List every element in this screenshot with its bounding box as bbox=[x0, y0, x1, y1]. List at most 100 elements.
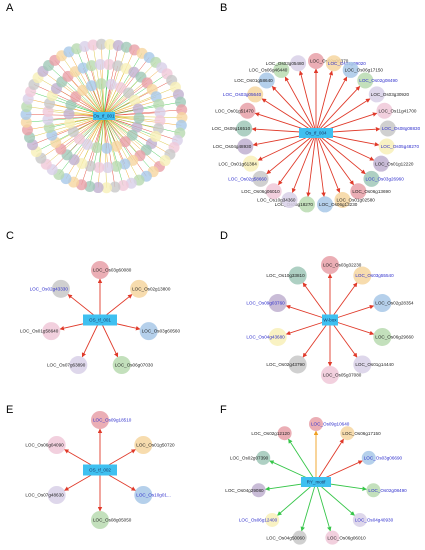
gene-node[interactable] bbox=[273, 61, 290, 78]
gene-node[interactable] bbox=[130, 279, 149, 298]
gene-node[interactable] bbox=[251, 483, 266, 498]
gene-node[interactable] bbox=[134, 436, 153, 454]
gene-node[interactable] bbox=[101, 142, 113, 154]
gene-node[interactable] bbox=[290, 55, 307, 72]
gene-node[interactable] bbox=[357, 72, 374, 89]
gene-node[interactable] bbox=[265, 512, 280, 527]
gene-node[interactable] bbox=[102, 162, 114, 174]
gene-node[interactable] bbox=[281, 191, 298, 208]
gene-node[interactable] bbox=[321, 366, 339, 384]
gene-node[interactable] bbox=[325, 55, 342, 72]
gene-node[interactable] bbox=[95, 38, 107, 50]
gene-node[interactable] bbox=[292, 530, 307, 545]
gene-node[interactable] bbox=[47, 436, 66, 454]
gene-node[interactable] bbox=[139, 322, 158, 341]
gene-node[interactable] bbox=[93, 161, 105, 173]
gene-node[interactable] bbox=[47, 486, 66, 504]
gene-node[interactable] bbox=[70, 91, 82, 103]
gene-node[interactable] bbox=[65, 99, 77, 111]
gene-node[interactable] bbox=[84, 181, 96, 193]
gene-node[interactable] bbox=[20, 116, 32, 128]
gene-node[interactable] bbox=[64, 117, 76, 129]
hub-node[interactable] bbox=[83, 314, 117, 326]
gene-node[interactable] bbox=[379, 120, 396, 137]
gene-node[interactable] bbox=[95, 78, 107, 90]
gene-node[interactable] bbox=[373, 294, 392, 313]
gene-node[interactable] bbox=[123, 87, 135, 99]
gene-node[interactable] bbox=[119, 136, 131, 148]
gene-node[interactable] bbox=[42, 113, 54, 125]
gene-node[interactable] bbox=[133, 112, 145, 124]
gene-node[interactable] bbox=[69, 356, 88, 375]
gene-node[interactable] bbox=[86, 60, 98, 72]
gene-node[interactable] bbox=[109, 181, 121, 193]
gene-node[interactable] bbox=[84, 160, 96, 172]
gene-node[interactable] bbox=[129, 94, 141, 106]
gene-node[interactable] bbox=[342, 61, 359, 78]
gene-node[interactable] bbox=[94, 58, 106, 70]
gene-node[interactable] bbox=[378, 138, 395, 155]
gene-node[interactable] bbox=[154, 107, 166, 119]
gene-node[interactable] bbox=[376, 102, 393, 119]
gene-node[interactable] bbox=[239, 102, 256, 119]
gene-node[interactable] bbox=[63, 108, 75, 120]
gene-node[interactable] bbox=[91, 511, 109, 529]
gene-node[interactable] bbox=[308, 53, 324, 69]
gene-node[interactable] bbox=[236, 120, 253, 137]
gene-node[interactable] bbox=[368, 86, 385, 103]
gene-node[interactable] bbox=[104, 38, 116, 50]
gene-node[interactable] bbox=[77, 62, 89, 74]
gene-node[interactable] bbox=[361, 450, 376, 465]
gene-node[interactable] bbox=[119, 158, 131, 170]
gene-node[interactable] bbox=[79, 40, 91, 52]
gene-node[interactable] bbox=[309, 417, 323, 431]
gene-node[interactable] bbox=[353, 355, 372, 374]
gene-node[interactable] bbox=[288, 355, 307, 374]
gene-node[interactable] bbox=[252, 170, 269, 187]
gene-node[interactable] bbox=[237, 138, 254, 155]
gene-node[interactable] bbox=[268, 327, 287, 346]
gene-node[interactable] bbox=[176, 104, 188, 116]
gene-node[interactable] bbox=[340, 426, 355, 441]
gene-node[interactable] bbox=[350, 183, 367, 200]
gene-node[interactable] bbox=[321, 256, 339, 274]
gene-node[interactable] bbox=[150, 130, 162, 142]
gene-node[interactable] bbox=[105, 78, 117, 90]
gene-node[interactable] bbox=[373, 327, 392, 346]
gene-node[interactable] bbox=[242, 155, 259, 172]
gene-node[interactable] bbox=[352, 512, 367, 527]
gene-node[interactable] bbox=[81, 138, 93, 150]
gene-node[interactable] bbox=[325, 530, 340, 545]
gene-node[interactable] bbox=[51, 279, 70, 298]
gene-node[interactable] bbox=[288, 266, 307, 285]
gene-node[interactable] bbox=[265, 183, 282, 200]
gene-node[interactable] bbox=[110, 160, 122, 172]
hub-node[interactable] bbox=[299, 128, 333, 138]
gene-node[interactable] bbox=[112, 60, 124, 72]
gene-node[interactable] bbox=[91, 142, 103, 154]
gene-node[interactable] bbox=[268, 294, 287, 313]
gene-node[interactable] bbox=[103, 59, 115, 71]
gene-node[interactable] bbox=[42, 322, 61, 341]
gene-node[interactable] bbox=[317, 196, 334, 213]
gene-node[interactable] bbox=[92, 182, 104, 194]
hub-node[interactable] bbox=[301, 477, 331, 487]
gene-node[interactable] bbox=[73, 133, 85, 145]
gene-node[interactable] bbox=[91, 411, 109, 429]
gene-node[interactable] bbox=[334, 191, 351, 208]
gene-node[interactable] bbox=[134, 486, 153, 504]
gene-node[interactable] bbox=[87, 39, 99, 51]
gene-node[interactable] bbox=[77, 84, 89, 96]
gene-node[interactable] bbox=[298, 196, 315, 213]
hub-node[interactable] bbox=[93, 112, 115, 120]
gene-node[interactable] bbox=[258, 72, 275, 89]
gene-node[interactable] bbox=[159, 155, 171, 167]
gene-node[interactable] bbox=[373, 155, 390, 172]
hub-node[interactable] bbox=[83, 464, 117, 476]
gene-node[interactable] bbox=[247, 86, 264, 103]
gene-node[interactable] bbox=[126, 129, 138, 141]
gene-node[interactable] bbox=[132, 103, 144, 115]
gene-node[interactable] bbox=[117, 180, 129, 192]
gene-node[interactable] bbox=[91, 261, 109, 279]
gene-node[interactable] bbox=[115, 82, 127, 94]
